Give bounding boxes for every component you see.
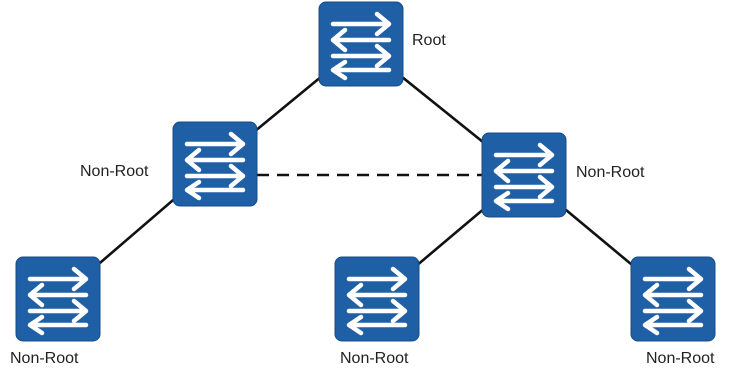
root-switch [318, 1, 404, 87]
root-switch-label: Root [412, 32, 446, 49]
switch-body [172, 121, 258, 207]
non-root-switch [15, 256, 101, 342]
non-root-switch [172, 121, 258, 207]
non-root-switch [481, 132, 567, 218]
network-switch-icon [493, 142, 555, 212]
switch-body [15, 256, 101, 342]
non-root-switch-label: Non-Root [646, 350, 715, 367]
non-root-switch-label: Non-Root [340, 350, 409, 367]
network-switch-icon [184, 131, 246, 201]
switch-body [318, 1, 404, 87]
non-root-switch-label: Non-Root [10, 350, 79, 367]
switch-body [481, 132, 567, 218]
network-switch-icon [27, 266, 89, 336]
nodes-layer [15, 1, 716, 342]
non-root-switch [630, 256, 716, 342]
non-root-switch-label: Non-Root [576, 164, 645, 181]
non-root-switch [334, 256, 420, 342]
network-switch-icon [642, 266, 704, 336]
switch-body [630, 256, 716, 342]
switch-body [334, 256, 420, 342]
non-root-switch-label: Non-Root [80, 163, 149, 180]
network-switch-icon [346, 266, 408, 336]
network-switch-icon [330, 11, 392, 81]
